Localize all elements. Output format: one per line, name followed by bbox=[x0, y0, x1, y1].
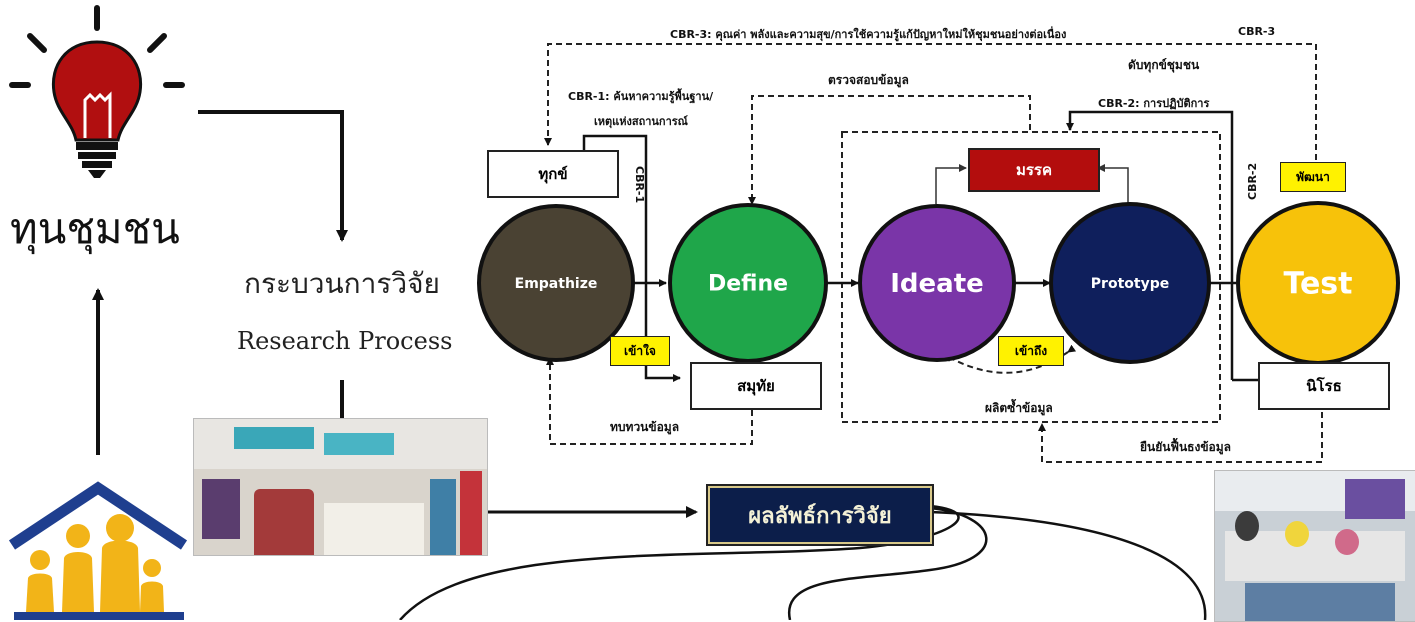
cbr2-top-label: CBR-2: การปฏิบัติการ bbox=[1098, 97, 1210, 110]
house-family-icon bbox=[8, 481, 188, 620]
cbr3-right-label: CBR-3 bbox=[1238, 25, 1276, 38]
test-label: Test bbox=[1283, 267, 1352, 302]
empathize-circle bbox=[477, 204, 635, 362]
research-process-thai: กระบวนการวิจัย bbox=[244, 267, 440, 300]
cbr1-label-line1: CBR-1: ค้นหาความรู้พื้นฐาน/ bbox=[568, 90, 714, 103]
research-process-english: Research Process bbox=[237, 327, 453, 355]
root-suffering-label: ดับทุกข์ชุมชน bbox=[1128, 58, 1200, 72]
cause-box: สมุทัย bbox=[690, 362, 822, 410]
community-capital-title: ทุนชุมชน bbox=[10, 204, 180, 253]
research-event-photo bbox=[193, 418, 488, 556]
cbr3-top-label: CBR-3: คุณค่า พลังและความสุข/การใช้ความร… bbox=[670, 28, 1067, 41]
define-circle bbox=[668, 203, 828, 363]
prototype-circle bbox=[1049, 202, 1211, 364]
define-label: Define bbox=[708, 272, 788, 297]
cbr1-vertical-label: CBR-1 bbox=[633, 166, 646, 204]
prototype-label: Prototype bbox=[1091, 276, 1169, 292]
check-data-label: ตรวจสอบข้อมูล bbox=[828, 73, 909, 87]
cbr2-vertical-label: CBR-2 bbox=[1246, 162, 1259, 200]
understand-tag: เข้าใจ bbox=[610, 336, 670, 366]
solid-connectors bbox=[399, 110, 1258, 620]
path-box: มรรค bbox=[968, 148, 1100, 192]
ideate-label: Ideate bbox=[890, 269, 984, 299]
empathize-label: Empathize bbox=[515, 276, 598, 292]
access-tag: เข้าถึง bbox=[998, 336, 1064, 366]
research-result-box: ผลลัพธ์การวิจัย bbox=[708, 486, 932, 544]
reproduce-data-label: ผลิตซ้ำข้อมูล bbox=[985, 401, 1053, 415]
cessation-box: นิโรธ bbox=[1258, 362, 1390, 410]
lightbulb-icon bbox=[9, 5, 185, 178]
cbr1-label-line2: เหตุแห่งสถานการณ์ bbox=[594, 115, 688, 128]
develop-tag: พัฒนา bbox=[1280, 162, 1346, 192]
community-meeting-photo bbox=[1214, 470, 1415, 622]
review-data-label: ทบทวนข้อมูล bbox=[610, 420, 680, 434]
left-flow-arrows bbox=[92, 110, 698, 518]
confirm-data-label: ยืนยันฟื้นธงข้อมูล bbox=[1140, 440, 1232, 454]
path-box-arrows bbox=[935, 164, 1129, 204]
suffering-box: ทุกข์ bbox=[487, 150, 619, 198]
ideate-circle bbox=[858, 204, 1016, 362]
